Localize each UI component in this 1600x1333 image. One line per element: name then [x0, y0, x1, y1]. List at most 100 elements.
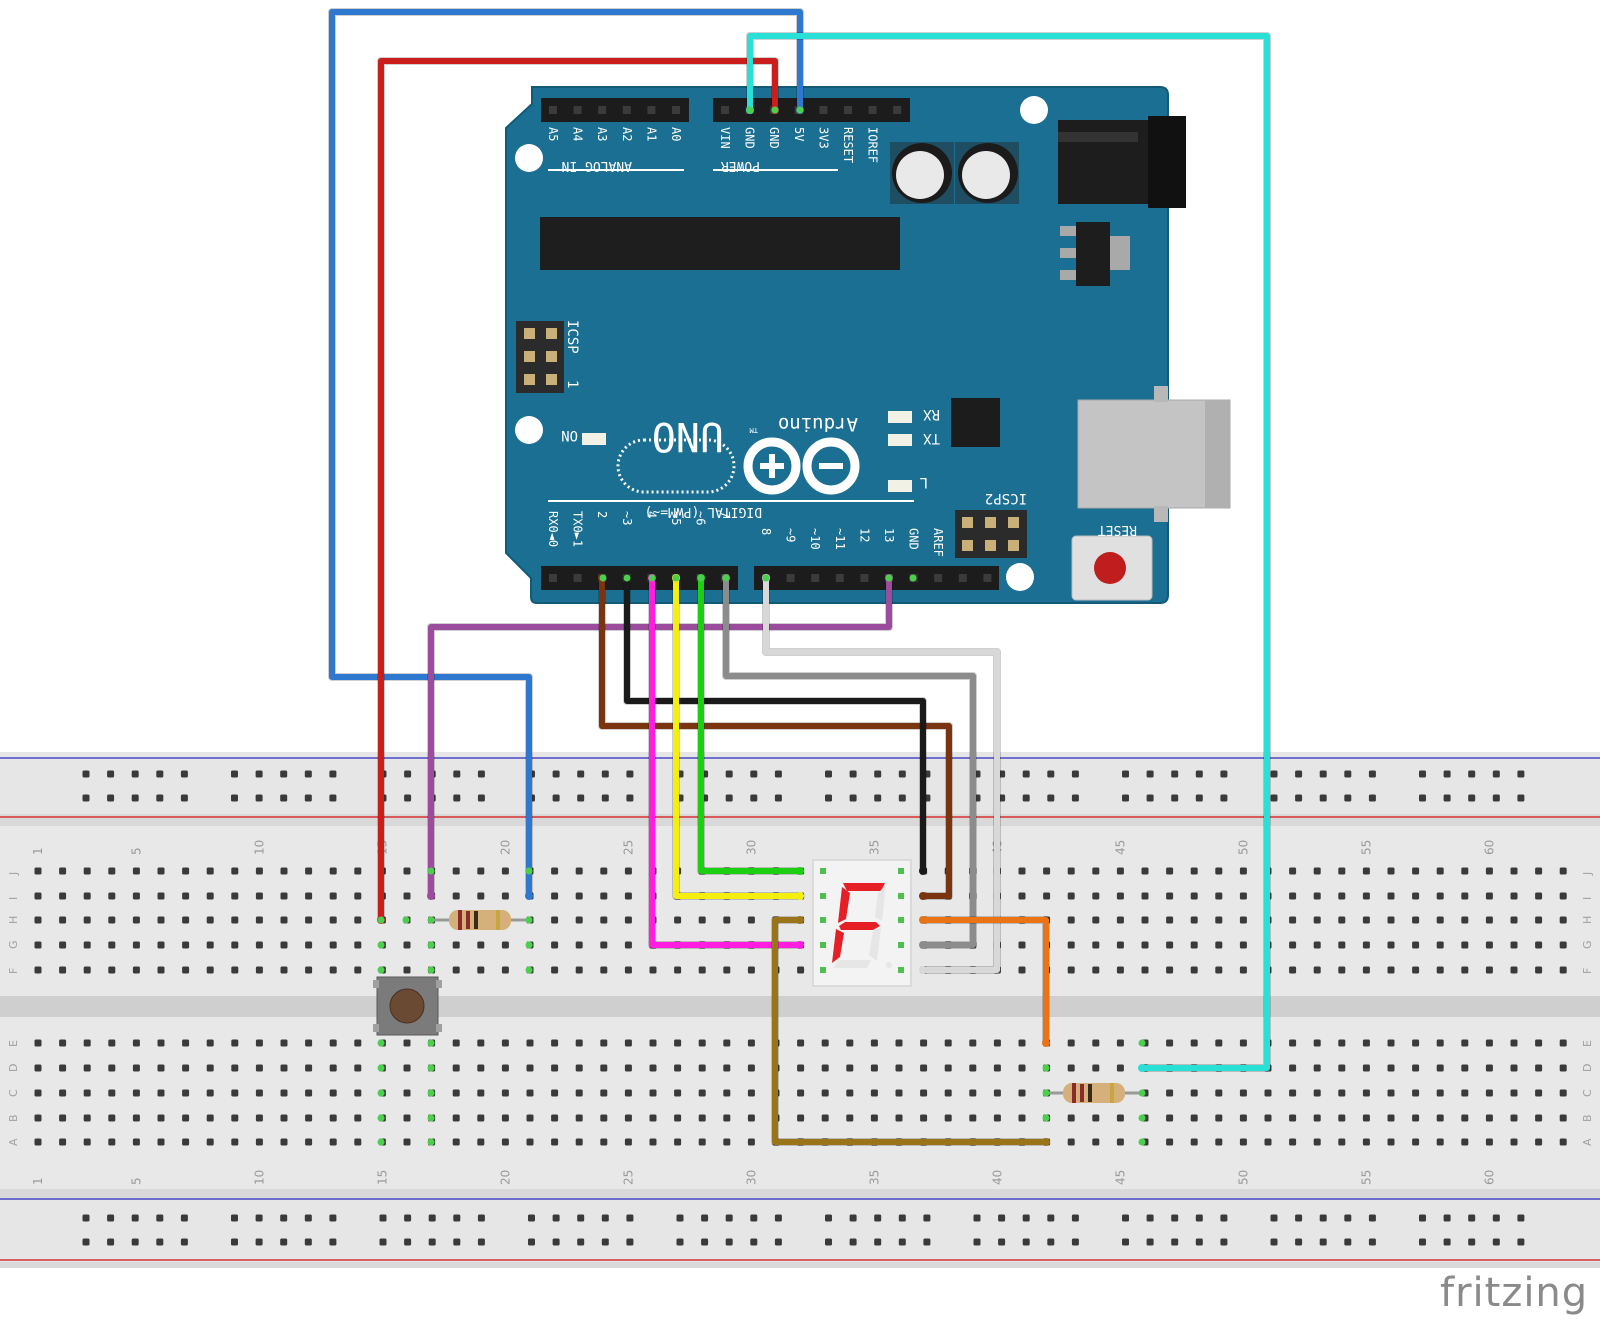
breadboard-hole: [477, 867, 485, 875]
rail-hole: [626, 1238, 634, 1246]
power-header: [713, 98, 910, 122]
breadboard-hole: [1559, 1039, 1567, 1047]
breadboard-hole: [501, 1089, 509, 1097]
breadboard-hole: [1461, 966, 1469, 974]
breadboard-hole: [477, 966, 485, 974]
rail-hole: [577, 794, 585, 802]
rail-hole: [849, 1238, 857, 1246]
display-pin: [898, 917, 904, 923]
rail-hole: [1195, 794, 1203, 802]
wire-pin5-yellow-end: [796, 892, 804, 900]
breadboard-hole: [1559, 966, 1567, 974]
breadboard-hole: [551, 966, 559, 974]
breadboard-hole: [206, 1064, 214, 1072]
rail-hole: [898, 770, 906, 778]
segment-b: [875, 885, 886, 921]
icsp-pin: [524, 374, 535, 385]
breadboard-hole: [305, 941, 313, 949]
digital-label: DIGITAL (PWM=~): [645, 504, 762, 519]
rail-hole: [1071, 1238, 1079, 1246]
icsp-pins: [524, 328, 557, 385]
tx-label: TX: [923, 430, 940, 446]
breadboard-hole: [1289, 1039, 1297, 1047]
breadboard-hole: [157, 941, 165, 949]
breadboard-hole: [255, 892, 263, 900]
breadboard-hole: [797, 1039, 805, 1047]
breadboard-hole: [157, 1138, 165, 1146]
breadboard-hole: [1166, 941, 1174, 949]
breadboard-hole: [1239, 892, 1247, 900]
wire-pin2-brown-end: [919, 892, 927, 900]
breadboard-hole: [206, 892, 214, 900]
icsp-pin: [546, 351, 557, 362]
breadboard-hole: [624, 1089, 632, 1097]
breadboard-hole: [83, 1138, 91, 1146]
column-number: 1: [31, 847, 45, 855]
rail-hole: [329, 770, 337, 778]
on-label: ON: [561, 427, 578, 443]
rail-hole: [676, 1214, 684, 1222]
breadboard-hole: [969, 1039, 977, 1047]
breadboard-hole: [1510, 892, 1518, 900]
breadboard-hole: [452, 1089, 460, 1097]
wires: [328, 8, 1271, 1146]
rail-hole: [156, 770, 164, 778]
rail-hole: [923, 1238, 931, 1246]
breadboard-hole: [280, 916, 288, 924]
usb-tab: [1154, 506, 1168, 522]
connection-dot: [1042, 1114, 1050, 1122]
power-pin-label: RESET: [841, 127, 855, 163]
column-number: 60: [1482, 1170, 1496, 1185]
breadboard-hole: [1166, 966, 1174, 974]
breadboard-hole: [1510, 966, 1518, 974]
rail-hole: [725, 1238, 733, 1246]
breadboard-hole: [157, 867, 165, 875]
breadboard-hole: [329, 867, 337, 875]
column-number: 30: [744, 840, 758, 855]
breadboard-hole: [698, 1138, 706, 1146]
icsp-pin: [546, 374, 557, 385]
breadboard-hole: [354, 966, 362, 974]
breadboard-hole: [305, 1039, 313, 1047]
digital-pin-label: ~10: [808, 528, 822, 550]
pcb-board: [505, 86, 1169, 604]
breadboard-hole: [477, 892, 485, 900]
breadboard-hole: [846, 1039, 854, 1047]
breadboard-hole: [1166, 867, 1174, 875]
breadboard-hole: [132, 1089, 140, 1097]
breadboard-hole: [1239, 966, 1247, 974]
breadboard-hole: [452, 941, 460, 949]
rail-hole: [477, 1238, 485, 1246]
rail-hole: [973, 1238, 981, 1246]
breadboard-hole: [1412, 1039, 1420, 1047]
rail-hole: [1270, 1214, 1278, 1222]
connection-dot: [672, 574, 680, 582]
rail-hole: [180, 1238, 188, 1246]
breadboard-hole: [452, 867, 460, 875]
breadboard-hole: [305, 867, 313, 875]
breadboard-hole: [1215, 1089, 1223, 1097]
breadboard-hole: [1485, 1039, 1493, 1047]
mounting-hole: [1006, 563, 1034, 591]
breadboard-hole: [526, 1089, 534, 1097]
rail-hole: [1344, 770, 1352, 778]
breadboard-hole: [674, 1114, 682, 1122]
breadboard-hole: [674, 916, 682, 924]
breadboard-hole: [1043, 867, 1051, 875]
breadboard-hole: [624, 1114, 632, 1122]
connection-dot: [427, 916, 435, 924]
breadboard-hole: [354, 1138, 362, 1146]
breadboard-hole: [1313, 916, 1321, 924]
breadboard-hole: [83, 966, 91, 974]
analog-pin-label: A3: [595, 127, 609, 141]
breadboard-hole: [1116, 916, 1124, 924]
breadboard-hole: [1362, 1114, 1370, 1122]
rail-hole: [1146, 794, 1154, 802]
breadboard-hole: [526, 1138, 534, 1146]
connection-dot: [377, 1138, 385, 1146]
row-letter: C: [7, 1089, 20, 1097]
breadboard-hole: [1338, 1138, 1346, 1146]
breadboard-hole: [551, 1064, 559, 1072]
breadboard-hole: [329, 892, 337, 900]
breadboard-hole: [1190, 1039, 1198, 1047]
